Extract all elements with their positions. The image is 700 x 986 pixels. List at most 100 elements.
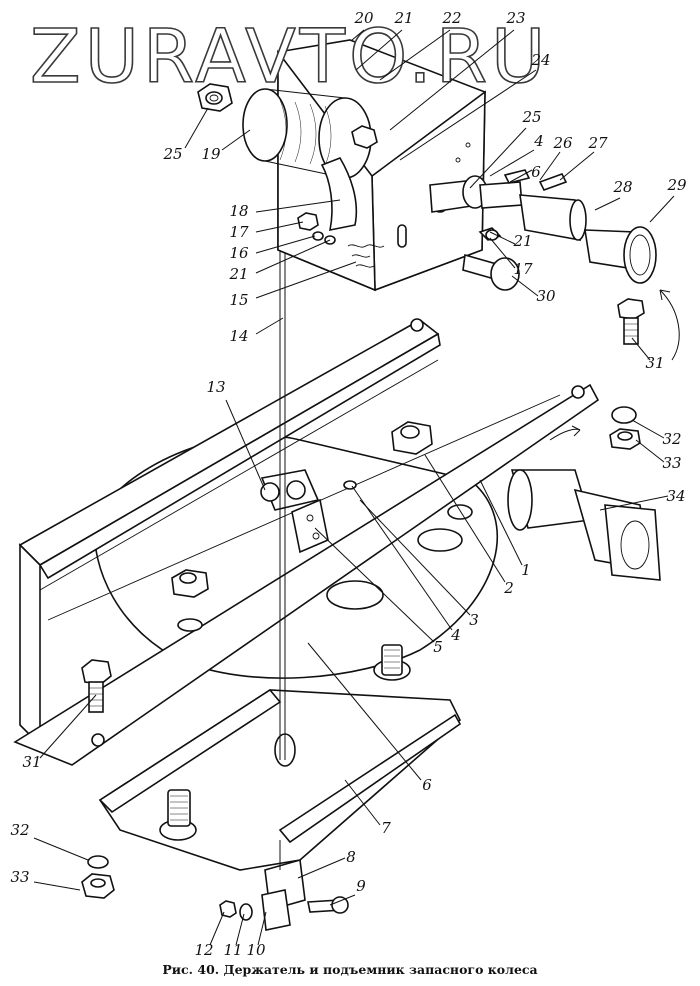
- leader-line-c12: [209, 911, 225, 946]
- leader-line-c1: [479, 479, 523, 566]
- leader-line-c32b: [33, 837, 89, 861]
- callout-label-c25b: 25: [162, 145, 182, 163]
- leader-line-c13: [225, 399, 266, 491]
- leader-line-c16: [255, 235, 316, 254]
- callout-label-c14: 14: [229, 327, 248, 345]
- leader-line-c20: [351, 29, 365, 41]
- callout-label-c10: 10: [246, 941, 266, 959]
- leader-line-c23: [389, 29, 515, 131]
- bolt-31-left: [81, 659, 115, 899]
- callout-label-c31b: 31: [22, 753, 41, 771]
- callout-label-c6a: 6: [531, 163, 541, 181]
- callout-label-c28: 28: [612, 178, 632, 196]
- callout-label-c34: 34: [666, 487, 685, 505]
- callout-label-c20: 20: [353, 9, 374, 27]
- leader-line-c17b: [489, 237, 516, 269]
- leader-line-c17a: [255, 221, 304, 233]
- leader-line-c33b: [33, 881, 81, 891]
- winch-drum: [242, 88, 378, 232]
- callout-label-c17b: 17: [513, 260, 533, 278]
- leader-line-c14: [255, 317, 284, 335]
- frame-nuts: [171, 421, 433, 632]
- bolt-30: [462, 227, 520, 291]
- callout-label-c21a: 21: [393, 9, 413, 27]
- flange-nut: [197, 83, 233, 112]
- callout-label-c17a: 17: [229, 223, 249, 241]
- leader-line-c6a: [509, 169, 533, 183]
- leader-line-c21c: [489, 231, 516, 245]
- leader-line-c9: [329, 894, 356, 906]
- callout-label-c2: 2: [503, 579, 514, 597]
- leader-line-c6b: [307, 642, 422, 781]
- leader-line-c22: [379, 29, 451, 81]
- callout-label-c33b: 33: [10, 868, 29, 886]
- callout-label-c3: 3: [469, 611, 479, 629]
- callout-label-c25a: 25: [521, 108, 541, 126]
- leader-line-c27: [559, 151, 595, 181]
- leader-line-c18: [255, 199, 341, 213]
- leader-line-c15: [255, 261, 357, 299]
- leader-line-c31a: [631, 337, 651, 361]
- leader-line-c5: [314, 527, 435, 643]
- callout-label-c23: 23: [505, 9, 525, 27]
- callout-label-c33a: 33: [662, 454, 681, 472]
- callout-label-c22: 22: [441, 9, 461, 27]
- frame-rails: [13, 318, 600, 766]
- leader-line-c4b: [351, 485, 453, 631]
- callout-label-c21b: 21: [228, 265, 248, 283]
- leader-line-c34: [599, 495, 669, 511]
- leader-line-c11: [235, 913, 245, 946]
- callout-label-c18: 18: [229, 202, 248, 220]
- callout-label-c6b: 6: [422, 776, 432, 794]
- callout-label-c1: 1: [521, 561, 531, 579]
- figure-caption: Рис. 40. Держатель и подъемник запасного…: [162, 962, 538, 977]
- callout-label-c7: 7: [381, 819, 391, 837]
- leader-line-c33a: [635, 439, 665, 463]
- callout-label-c16: 16: [229, 244, 249, 262]
- drive-shaft: [429, 169, 657, 284]
- support-plate: [98, 644, 462, 871]
- callout-label-c29: 29: [666, 176, 687, 194]
- callout-label-c31a: 31: [645, 354, 664, 372]
- leader-line-c2: [424, 454, 506, 583]
- leader-line-c29: [649, 195, 675, 223]
- callout-label-c27: 27: [587, 134, 608, 152]
- leader-line-c7: [344, 779, 381, 826]
- callout-label-c30: 30: [536, 287, 556, 305]
- leader-line-c8: [297, 857, 346, 879]
- leader-line-c30: [511, 275, 539, 297]
- callout-label-c26: 26: [552, 134, 573, 152]
- leader-line-c3: [359, 499, 471, 616]
- leader-line-c25a: [469, 127, 527, 189]
- callout-label-c5: 5: [433, 638, 443, 656]
- callout-label-c4a: 4: [533, 132, 544, 150]
- leader-line-c21b: [255, 239, 331, 274]
- small-parts-left: [297, 212, 385, 268]
- callout-label-c21c: 21: [512, 232, 532, 250]
- leader-line-c25b: [184, 107, 209, 149]
- leader-line-c26: [539, 151, 561, 181]
- leader-line-c24: [399, 69, 537, 161]
- watermark: ZURAVTO.RU: [30, 14, 549, 100]
- leader-line-c10: [257, 911, 267, 946]
- leader-line-c21a: [355, 29, 403, 71]
- callout-label-c8: 8: [346, 848, 356, 866]
- callout-label-c9: 9: [356, 877, 366, 895]
- callout-label-c4b: 4: [450, 626, 461, 644]
- callout-label-c15: 15: [229, 291, 248, 309]
- leader-line-c19: [221, 129, 251, 151]
- bolt-31-right: [617, 289, 680, 361]
- cable-clamp: [219, 840, 349, 931]
- leader-line-c32a: [631, 419, 665, 439]
- callout-label-c11: 11: [223, 941, 242, 959]
- leader-line-c31b: [39, 694, 97, 759]
- leader-line-c4a: [489, 149, 535, 177]
- callout-label-c13: 13: [206, 378, 225, 396]
- sleeve-34: [507, 406, 661, 581]
- callout-label-c32b: 32: [10, 821, 29, 839]
- callout-label-c32a: 32: [662, 430, 681, 448]
- leader-line-c28: [594, 197, 621, 211]
- wheel-disc: [93, 434, 499, 679]
